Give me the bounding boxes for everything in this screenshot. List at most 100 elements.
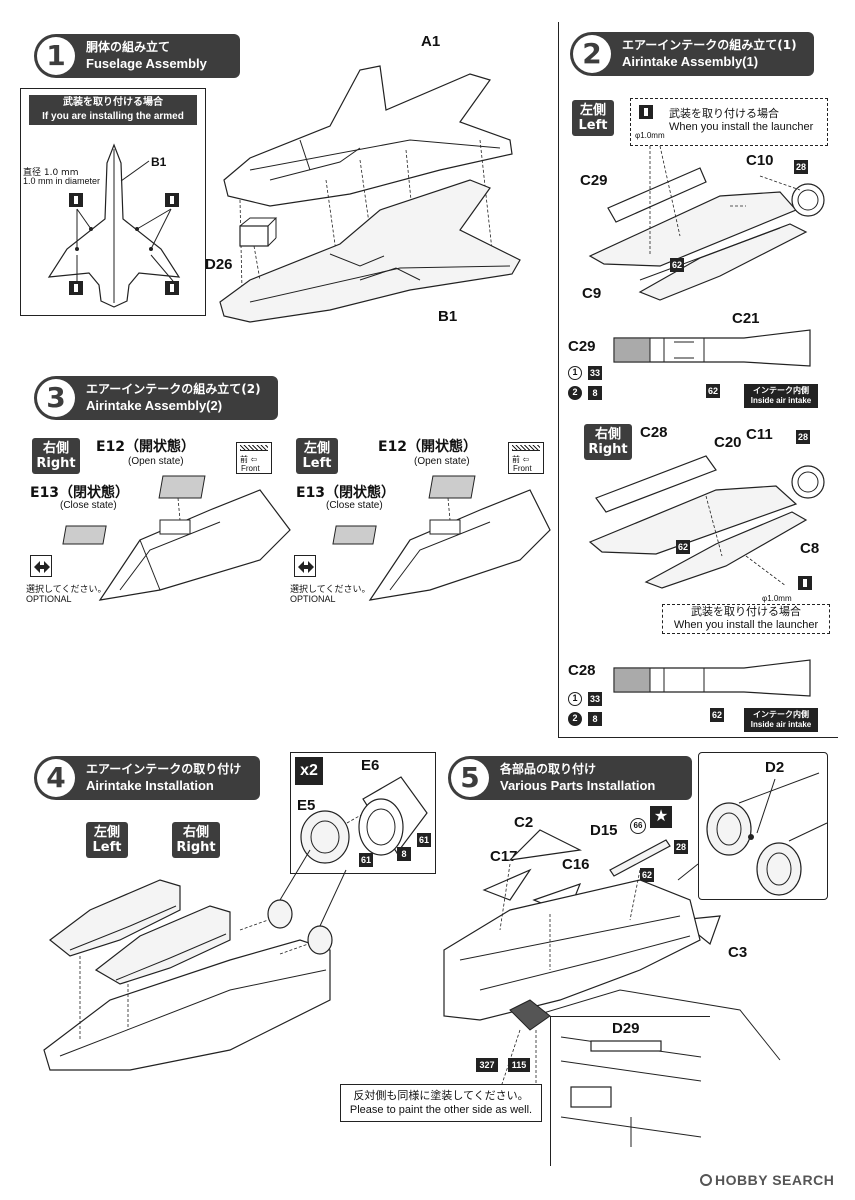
step2-inside-tag: インテーク内側 Inside air intake xyxy=(744,384,818,408)
step1-armed-en: If you are installing the armed xyxy=(42,111,184,122)
step1-header: 1 胴体の組み立て Fuselage Assembly xyxy=(34,34,240,78)
step5-title-jp: 各部品の取り付け xyxy=(500,762,597,776)
step5-d29-detail-box xyxy=(550,1016,710,1166)
step1-d26-label: D26 xyxy=(205,256,233,273)
step5-code-66-text: 66 xyxy=(633,821,643,830)
step3-title-jp: エアーインテークの組み立て(2) xyxy=(86,382,261,396)
step5-note-en: Please to paint the other side as well. xyxy=(349,1104,533,1116)
step2-left-tag: 左側 Left xyxy=(572,100,614,136)
step5-code-66: 66 xyxy=(630,818,646,834)
watermark-logo-icon xyxy=(700,1174,712,1186)
step2-panel xyxy=(558,22,838,738)
step2-paint-33b: 33 xyxy=(588,692,602,706)
step5-code-115: 115 xyxy=(508,1058,530,1072)
step3-e13-left-en: (Close state) xyxy=(326,500,383,511)
step2-phi2: φ1.0mm xyxy=(762,594,792,603)
step3-e12-left-en: (Open state) xyxy=(414,456,470,467)
step3-optional-en-b: OPTIONAL xyxy=(290,594,336,604)
step3-header: 3 エアーインテークの組み立て(2) Airintake Assembly(2) xyxy=(34,376,278,420)
step5-d29-detail-drawing xyxy=(560,1036,702,1147)
step4-right-en: Right xyxy=(176,840,216,855)
step2-c29-detail-drawing xyxy=(613,329,811,367)
step2-inside-jp-b: インテーク内側 xyxy=(753,710,809,719)
step3-e13-right: E13（閉状態） xyxy=(30,485,130,501)
step3-front-jp: 前 ⇦ xyxy=(240,455,258,464)
step2-c21-label: C21 xyxy=(732,310,760,327)
step3-front-en-b: Front xyxy=(513,464,532,473)
step2-left-jp: 左側 xyxy=(579,103,606,118)
watermark-text: HOBBY SEARCH xyxy=(715,1172,835,1188)
step3-front-en: Front xyxy=(241,464,260,473)
watermark: HOBBY SEARCH xyxy=(700,1172,834,1188)
step2-right-en: Right xyxy=(588,442,628,457)
step3-front-jp-text: 前 xyxy=(240,455,248,464)
step4-right-tag: 右側 Right xyxy=(172,822,220,858)
step4-right-jp: 右側 xyxy=(182,825,209,840)
step5-c2-label: C2 xyxy=(514,814,534,831)
step3-right-tag: 右側 Right xyxy=(32,438,80,474)
step4-nozzle-box: x2 E6 E5 61 61 8 xyxy=(290,752,436,874)
step2-num2-text: 2 xyxy=(572,387,578,397)
step2-inside-en-b: Inside air intake xyxy=(750,720,812,729)
step2-left-intake-drawing xyxy=(588,145,825,301)
step3-title-en: Airintake Assembly(2) xyxy=(86,398,223,413)
drill-icon xyxy=(165,193,179,207)
step3-optional-icon xyxy=(30,555,52,577)
step3-front-jp-text-b: 前 xyxy=(512,455,520,464)
step4-assembly-drawing xyxy=(43,849,347,1071)
step2-num1-text-b: 1 xyxy=(572,693,578,703)
step2-inside-en: Inside air intake xyxy=(750,396,812,405)
step2-code-62: 62 xyxy=(670,258,684,272)
step5-header: 5 各部品の取り付け Various Parts Installation xyxy=(448,756,692,800)
step2-c29-label: C29 xyxy=(580,172,608,189)
drill-icon xyxy=(639,105,653,119)
step1-drill-jp: 直径 1.0 mm xyxy=(23,168,79,178)
step2-num1-icon: 1 xyxy=(568,366,582,380)
step2-right-jp: 右側 xyxy=(594,427,621,442)
step5-number: 5 xyxy=(451,759,489,797)
step4-code-8: 8 xyxy=(397,847,411,861)
step2-paint-8: 8 xyxy=(588,386,602,400)
step2-inside-jp: インテーク内側 xyxy=(753,386,809,395)
step5-code-28: 28 xyxy=(674,840,688,854)
step2-num1-text: 1 xyxy=(572,367,578,377)
hatch-icon xyxy=(512,445,540,451)
step5-nozzle-detail-box: D2 xyxy=(698,752,828,900)
step1-armed-jp: 武装を取り付ける場合 xyxy=(63,97,163,108)
step4-code-61a: 61 xyxy=(417,833,431,847)
step2-num2-icon: 2 xyxy=(568,386,582,400)
step4-x2-badge: x2 xyxy=(295,757,323,785)
step3-e12-left: E12（開状態） xyxy=(378,439,478,455)
step2-c29-detail-label: C29 xyxy=(568,338,596,355)
step2-launcher-jp: 武装を取り付ける場合 xyxy=(669,107,779,120)
step1-drill-en: 1.0 mm in diameter xyxy=(23,176,101,186)
step4-header: 4 エアーインテークの取り付け Airintake Installation xyxy=(34,756,260,800)
step5-assembly-drawing xyxy=(443,829,781,1091)
step2-code-28b: 28 xyxy=(796,430,810,444)
step3-optional-jp: 選択してください。 xyxy=(26,585,107,595)
step3-right-jp: 右側 xyxy=(42,441,69,456)
drill-icon xyxy=(69,193,83,207)
step2-launcher2-jp: 武装を取り付ける場合 xyxy=(691,605,801,618)
step5-code-62: 62 xyxy=(640,868,654,882)
step2-code-62d: 62 xyxy=(710,708,724,722)
step2-num2-text-b: 2 xyxy=(572,713,578,723)
step4-left-en: Left xyxy=(92,840,122,855)
step4-e6-label: E6 xyxy=(361,757,380,774)
step1-armed-box: 武装を取り付ける場合 If you are installing the arm… xyxy=(20,88,206,316)
step2-launcher-note-2: 武装を取り付ける場合 When you install the launcher xyxy=(662,604,830,634)
step4-e5-label: E5 xyxy=(297,797,316,814)
step2-phi: φ1.0mm xyxy=(635,131,665,140)
step1-title-en: Fuselage Assembly xyxy=(86,56,207,71)
drill-icon xyxy=(165,281,179,295)
step5-d2-label: D2 xyxy=(765,759,785,776)
step2-title-jp: エアーインテークの組み立て(1) xyxy=(622,38,797,52)
step3-right-intake-drawing xyxy=(62,475,291,601)
step2-inside-tag-b: インテーク内側 Inside air intake xyxy=(744,708,818,732)
star-icon: ★ xyxy=(650,806,672,828)
step2-right-intake-drawing xyxy=(588,455,825,589)
step3-e12-right-en: (Open state) xyxy=(128,456,184,467)
step2-num2-icon-b: 2 xyxy=(568,712,582,726)
step3-front-box-b: 前 ⇦ Front xyxy=(508,442,544,474)
step2-c9-label: C9 xyxy=(582,285,602,302)
